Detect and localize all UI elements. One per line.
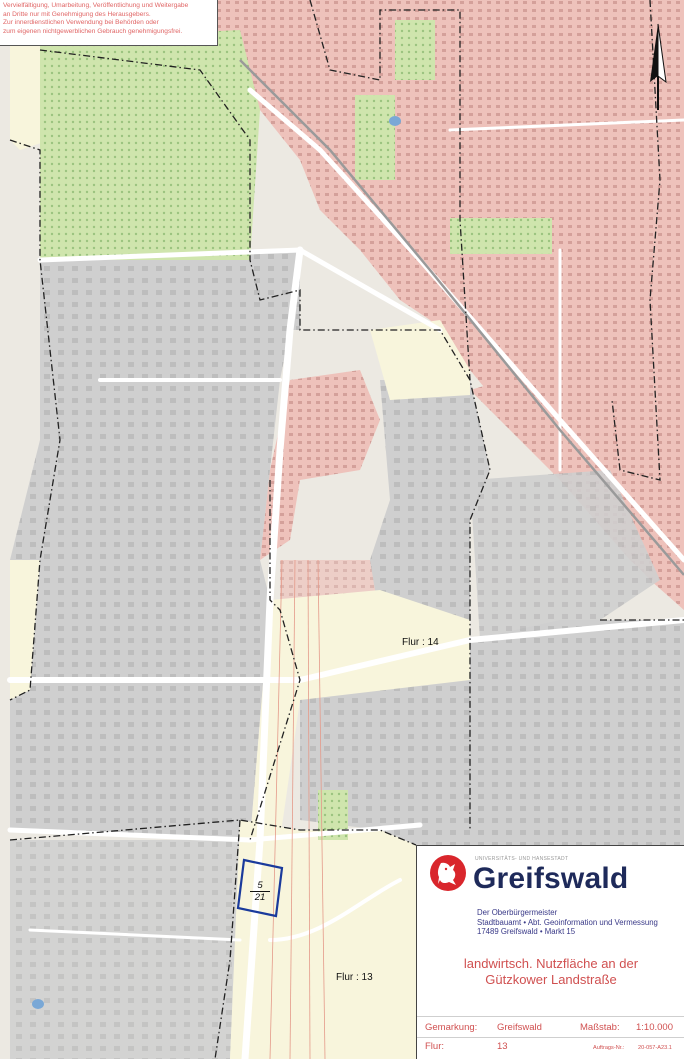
auftrag-label: Auftrags-Nr.:: [593, 1045, 625, 1051]
flur-label-13: Flur : 13: [336, 972, 373, 983]
boundary-mid: [249, 480, 301, 841]
massstab-label: Maßstab:: [580, 1022, 620, 1033]
park-north: [355, 95, 395, 180]
parcel-numerator: 5: [250, 880, 270, 892]
gemarkung-label: Gemarkung:: [425, 1022, 478, 1033]
north-arrow-icon: [650, 23, 667, 110]
map-title: landwirtsch. Nutzfläche an der Gützkower…: [417, 956, 684, 988]
park-east: [450, 218, 552, 254]
road-diagonal: [247, 87, 684, 563]
copyright-line-1: Vervielfältigung, Umarbeitung, Veröffent…: [3, 2, 189, 9]
boundary-north-cemetery: [39, 49, 491, 830]
industrial-north: [10, 250, 460, 840]
road-curve-south: [268, 878, 402, 942]
greifswald-coat-of-arms-icon: [430, 855, 466, 891]
cemetery-north: [40, 30, 260, 260]
copyright-line-2: an Dritte nur mit Genehmigung des Heraus…: [3, 10, 151, 18]
agency-line-2: Stadtbauamt • Abt. Geoinformation und Ve…: [477, 917, 658, 927]
residential-center: [260, 370, 380, 560]
flur-meta-value: 13: [497, 1041, 508, 1052]
divider-bottom: [417, 1037, 684, 1038]
boundary-east: [611, 0, 661, 481]
title-block: UNIVERSITÄTS- UND HANSESTADT Greifswald …: [416, 845, 684, 1059]
parcel-denominator: 21: [254, 892, 266, 903]
pond-north: [389, 116, 401, 126]
agency-line-1: Der Oberbürgermeister: [477, 908, 558, 917]
boundary-west: [9, 139, 61, 701]
road-east-west-south: [7, 822, 423, 843]
flur-boundaries: [9, 0, 684, 1059]
pond-south-west: [32, 999, 44, 1009]
utility-line-2: [289, 559, 296, 1059]
field-far-west: [10, 560, 40, 700]
flur-label-14: Flur : 14: [402, 637, 439, 648]
industrial-far-east: [470, 470, 660, 640]
roads: [7, 87, 684, 1059]
road-north-east: [448, 118, 684, 132]
auftrag-value: 20-057-A23.1: [638, 1045, 672, 1051]
road-main-north-south: [241, 246, 304, 1059]
agency-line-3: 17489 Greifswald • Markt 15: [477, 927, 576, 937]
field-north: [370, 320, 470, 400]
parcel-number: 5 21: [250, 880, 270, 903]
utility-line-1: [269, 559, 283, 1059]
boundary-northeast: [309, 0, 471, 381]
city-name: Greifswald: [473, 862, 629, 895]
utility-lines: [269, 559, 326, 1059]
map-title-line-1: landwirtsch. Nutzfläche an der: [463, 956, 639, 971]
boundary-south-west-vertical: [214, 819, 241, 1059]
boundary-south-west-line: [9, 819, 417, 846]
parcel-outline[interactable]: [236, 858, 284, 918]
logo-tagline: UNIVERSITÄTS- UND HANSESTADT: [475, 856, 569, 862]
massstab-value: 1:10.000: [636, 1022, 673, 1033]
industrial-southwest: [10, 840, 240, 1059]
utility-line-4: [317, 559, 326, 1059]
road-south-west: [28, 928, 242, 942]
copyright-line-4: zum eigenen nichtgewerblichen Gebrauch g…: [3, 27, 183, 35]
road-east-west-north: [37, 247, 443, 333]
divider-top: [417, 1016, 684, 1017]
copyright-line-3: Zur innerdienstlichen Verwendung bei Beh…: [3, 19, 159, 27]
map-title-line-2: Gützkower Landstraße: [485, 972, 617, 987]
road-east-west-center: [7, 617, 684, 683]
utility-line-3: [307, 559, 311, 1059]
agency-address: Der Oberbürgermeister Stadtbauamt • Abt.…: [477, 908, 658, 937]
railway-line: [239, 59, 684, 576]
gemarkung-value: Greifswald: [497, 1022, 542, 1033]
industrial-east: [370, 380, 490, 640]
park-northeast: [395, 20, 435, 80]
flur-meta-label: Flur:: [425, 1041, 444, 1052]
copyright-notice: Vervielfältigung, Umarbeitung, Veröffent…: [0, 0, 218, 46]
